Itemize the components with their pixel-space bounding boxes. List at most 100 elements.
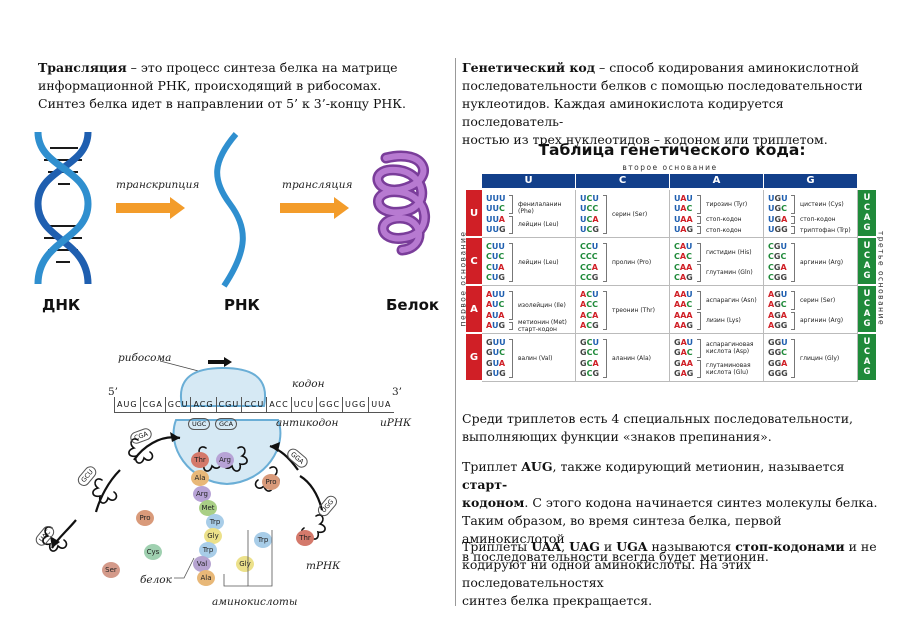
codon: CUC xyxy=(486,252,505,262)
chain-aminoacid: Ala xyxy=(197,570,215,586)
amino-acid-label: изолейцин (Ile) xyxy=(518,301,566,309)
codon-bracket xyxy=(509,321,513,331)
codon: CCG xyxy=(580,272,599,282)
amino-acid-label: аланин (Ala) xyxy=(612,355,651,363)
codon-bracket xyxy=(791,243,795,283)
codon: UCC xyxy=(580,204,599,214)
amino-acid-label: гистидин (His) xyxy=(706,248,752,256)
translation-label: трансляция xyxy=(282,179,353,191)
codon-bracket xyxy=(603,195,607,235)
chain-aminoacid: Met xyxy=(199,500,217,516)
free-aminoacid: Gly xyxy=(236,556,254,572)
term-translation: Трансляция xyxy=(38,60,127,75)
codon-bracket xyxy=(791,225,795,235)
mrna-codon: AUG xyxy=(114,397,140,412)
stop-codon-paragraph: Триплеты UAA, UAG и UGA называются стоп-… xyxy=(462,539,877,608)
codon-bracket xyxy=(603,339,607,379)
free-aminoacid: Pro xyxy=(136,510,154,526)
codon: CGU xyxy=(768,242,787,251)
second-base-header: C xyxy=(576,174,669,188)
codon: AUA xyxy=(486,310,505,320)
codon: GCC xyxy=(580,348,599,358)
amino-acid-label: цистеин (Cys) xyxy=(800,200,844,208)
codon-bracket xyxy=(791,215,795,224)
codon: AGC xyxy=(768,300,787,310)
codon: CCU xyxy=(580,242,599,251)
amino-acid-label: стоп-кодон xyxy=(706,216,742,224)
codon: UUA xyxy=(486,214,505,224)
amino-acid-label: лизин (Lys) xyxy=(706,317,741,325)
codon: GAC xyxy=(674,348,693,358)
codon-bracket xyxy=(509,215,513,235)
codon: ACG xyxy=(580,320,599,330)
amino-acid-label: стоп-кодон xyxy=(706,226,742,234)
third-base-letter: U xyxy=(863,193,871,203)
term-genetic-code: Генетический код xyxy=(462,60,596,75)
codon-bracket xyxy=(603,291,607,331)
codon-bracket xyxy=(697,339,701,358)
free-aminoacid: Arg xyxy=(216,452,234,468)
codon-bracket xyxy=(697,243,701,262)
translation-arrow xyxy=(280,197,349,219)
amino-acid-label: метионин (Met) старт-кодон xyxy=(518,319,567,334)
third-base-letter: U xyxy=(863,241,871,251)
codon: GGU xyxy=(768,338,788,347)
free-aminoacid: Thr xyxy=(296,530,314,546)
codon-label: кодон xyxy=(292,378,325,390)
amino-acid-label: аспарагиновая кислота (Asp) xyxy=(706,341,754,356)
third-base-letter: A xyxy=(863,357,871,367)
codon: GGC xyxy=(768,348,788,358)
amino-acid-label: стоп-кодон xyxy=(800,216,836,224)
amino-acid-label: аспарагин (Asn) xyxy=(706,296,757,304)
dna-helix-image xyxy=(34,131,92,285)
chain-aminoacid: Trp xyxy=(206,514,224,530)
amino-acid-label: глицин (Gly) xyxy=(800,355,840,363)
codon: ACU xyxy=(580,290,599,299)
codon: CCA xyxy=(580,262,598,272)
amino-acid-label: серин (Ser) xyxy=(612,211,648,219)
codon: CUG xyxy=(486,272,505,282)
codon: UUU xyxy=(486,194,506,203)
third-base-letter: A xyxy=(863,309,871,319)
amino-acid-label: пролин (Pro) xyxy=(612,259,652,267)
direction-arrow-icon xyxy=(208,357,232,367)
chain-aminoacid: Arg xyxy=(193,486,211,502)
amino-acid-label: тирозин (Tyr) xyxy=(706,200,748,208)
third-base-letter: G xyxy=(863,271,871,281)
first-base-cell: C xyxy=(466,238,482,284)
codon: GGG xyxy=(768,368,788,378)
first-base-cell: A xyxy=(466,286,482,332)
codon-bracket xyxy=(697,263,701,283)
third-base-letter: A xyxy=(863,261,871,271)
codon: GCG xyxy=(580,368,600,378)
codon: GUC xyxy=(486,348,505,358)
first-base-cell: U xyxy=(466,190,482,236)
third-base-letter: U xyxy=(863,337,871,347)
codon: GGA xyxy=(768,358,788,368)
mrna-codon: UGG xyxy=(342,397,368,412)
codon: CAA xyxy=(674,262,693,272)
codon: GAA xyxy=(674,358,693,368)
third-base-axis: третье основание xyxy=(876,230,886,327)
codon: AAU xyxy=(674,290,693,299)
punctuation-paragraph: Среди триплетов есть 4 специальных после… xyxy=(462,411,853,444)
third-base-letter: C xyxy=(863,347,871,357)
mrna-codon: CCU xyxy=(241,397,266,412)
anticodon-tag-2: GCA xyxy=(215,418,238,430)
codon: UGA xyxy=(768,214,788,224)
chain-aminoacid: Thr xyxy=(191,452,209,468)
amino-acid-label: лейцин (Leu) xyxy=(518,259,559,267)
codon: AAG xyxy=(674,320,693,330)
codon: GUA xyxy=(486,358,506,368)
